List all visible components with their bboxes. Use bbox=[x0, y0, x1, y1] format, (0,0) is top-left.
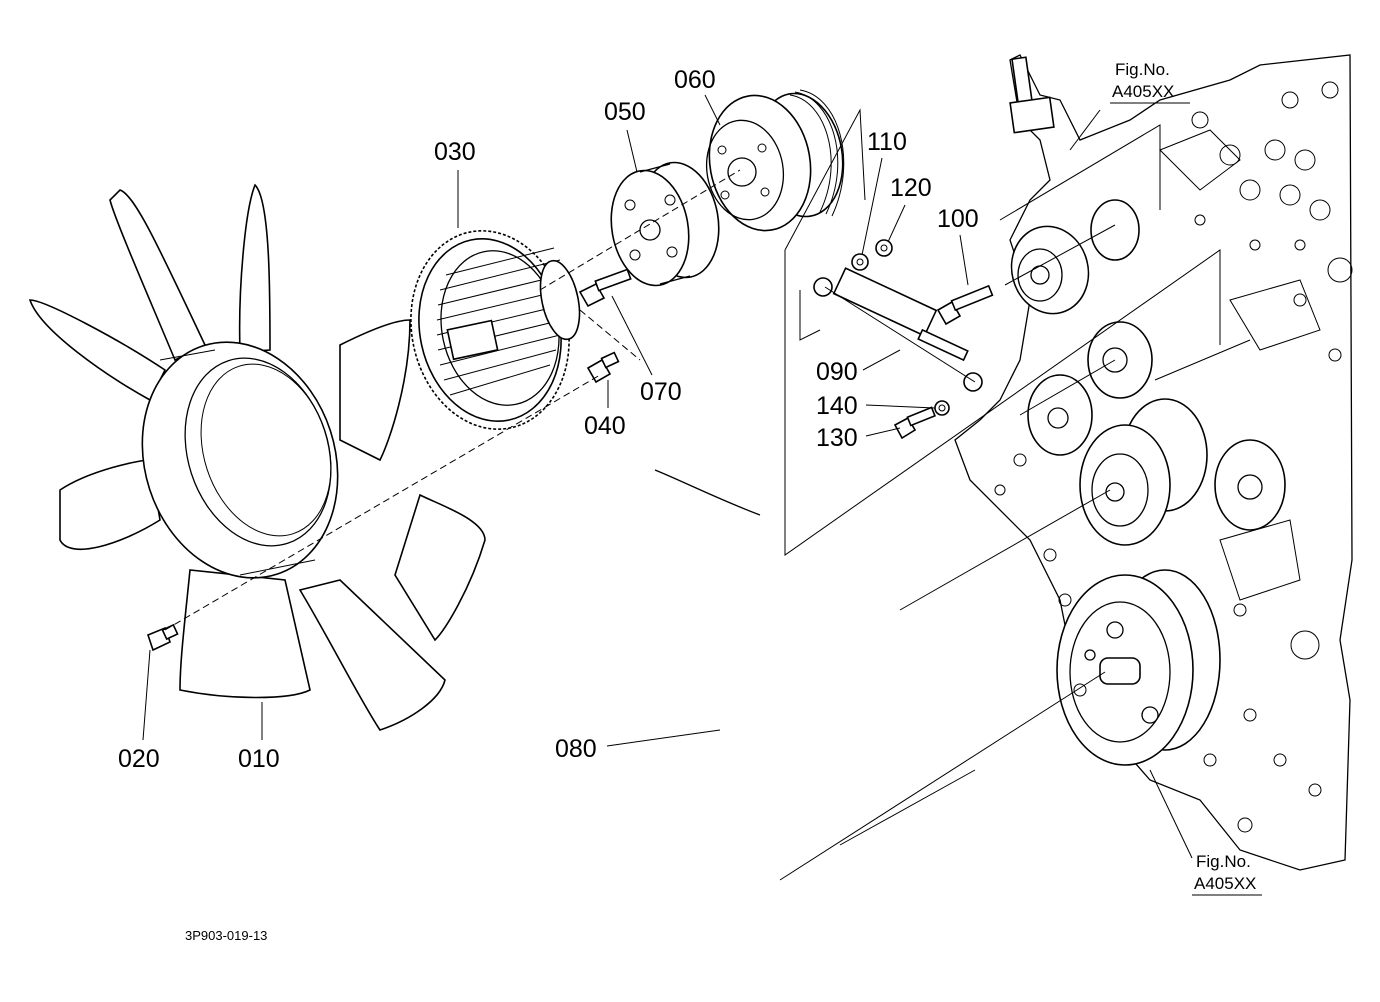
group-brackets bbox=[784, 108, 1251, 556]
label-110: 110 bbox=[867, 128, 907, 156]
label-140: 140 bbox=[816, 392, 858, 420]
bolt-040[interactable] bbox=[586, 351, 620, 384]
bolt-100[interactable] bbox=[936, 284, 994, 326]
fig-label: Fig.No. bbox=[1196, 852, 1251, 871]
fig-label: Fig.No. bbox=[1115, 60, 1170, 79]
part-labels: 010 020 030 040 050 060 070 080 090 100 … bbox=[118, 66, 979, 773]
fan-clutch-030[interactable] bbox=[393, 216, 587, 444]
leader-lines bbox=[142, 94, 1262, 896]
label-080: 080 bbox=[555, 735, 597, 763]
figure-ref-top[interactable]: Fig.No. A405XX bbox=[1112, 60, 1174, 101]
label-090: 090 bbox=[816, 358, 858, 386]
label-130: 130 bbox=[816, 424, 858, 452]
label-060: 060 bbox=[674, 66, 716, 94]
washer-110[interactable] bbox=[851, 253, 869, 271]
label-010: 010 bbox=[238, 745, 280, 773]
label-020: 020 bbox=[118, 745, 160, 773]
washer-120[interactable] bbox=[875, 239, 893, 257]
fig-number: A405XX bbox=[1112, 82, 1174, 101]
drive-belt-080[interactable] bbox=[638, 444, 1097, 939]
label-040: 040 bbox=[584, 412, 626, 440]
label-070: 070 bbox=[640, 378, 682, 406]
bolt-130[interactable] bbox=[893, 406, 936, 440]
fig-number: A405XX bbox=[1194, 874, 1256, 893]
label-050: 050 bbox=[604, 98, 646, 126]
pulley-060[interactable] bbox=[699, 87, 852, 239]
spacer-050[interactable] bbox=[603, 156, 728, 291]
center-lines bbox=[164, 169, 1116, 881]
bolt-020[interactable] bbox=[147, 623, 179, 652]
drawing-code: 3P903-019-13 bbox=[185, 928, 267, 943]
bolt-070[interactable] bbox=[578, 268, 632, 308]
tensioner-090[interactable] bbox=[813, 267, 983, 392]
label-120: 120 bbox=[890, 174, 932, 202]
cooling-fan-010[interactable] bbox=[28, 183, 486, 731]
label-030: 030 bbox=[434, 138, 476, 166]
figure-ref-bottom[interactable]: Fig.No. A405XX bbox=[1194, 852, 1256, 893]
engine-block bbox=[954, 54, 1353, 871]
washer-140[interactable] bbox=[934, 400, 950, 416]
label-100: 100 bbox=[937, 205, 979, 233]
